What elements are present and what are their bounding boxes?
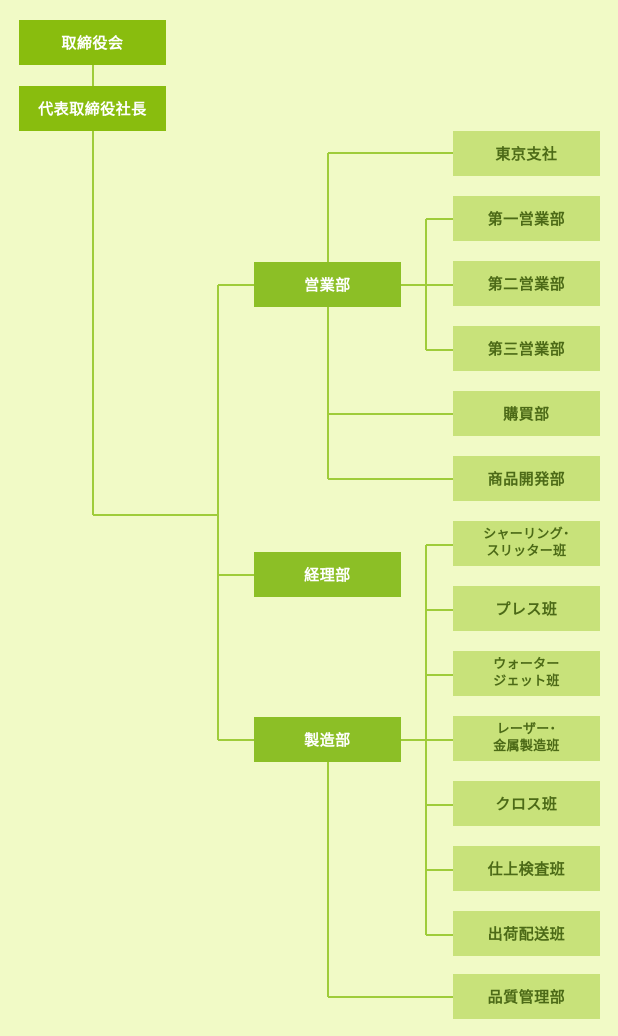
unit-label: 第三営業部 [487,339,566,358]
unit-label: レーザー･ 金属製造班 [493,722,560,754]
board-label: 取締役会 [61,33,124,52]
unit-label: 出荷配送班 [487,924,566,943]
unit-sales-2: 第二営業部 [453,261,600,306]
unit-press: プレス班 [453,586,600,631]
unit-label: 仕上検査班 [487,859,566,878]
unit-shipping: 出荷配送班 [453,911,600,956]
unit-label: 商品開発部 [487,469,566,488]
unit-product-dev: 商品開発部 [453,456,600,501]
unit-label: シャーリング･ スリッター班 [483,527,570,559]
unit-label: クロス班 [495,794,558,813]
unit-laser-metal: レーザー･ 金属製造班 [453,716,600,761]
unit-finish-inspection: 仕上検査班 [453,846,600,891]
manufacturing-dept-label: 製造部 [304,730,351,749]
board-box: 取締役会 [19,20,166,65]
unit-cloth: クロス班 [453,781,600,826]
unit-label: 第二営業部 [487,274,566,293]
president-label: 代表取締役社長 [38,99,147,118]
unit-label: 東京支社 [495,144,558,163]
unit-sales-1: 第一営業部 [453,196,600,241]
unit-quality-control: 品質管理部 [453,974,600,1019]
unit-sales-3: 第三営業部 [453,326,600,371]
unit-purchasing: 購買部 [453,391,600,436]
sales-dept-label: 営業部 [304,275,351,294]
sales-dept-box: 営業部 [254,262,401,307]
unit-label: ウォーター ジェット班 [493,657,560,689]
manufacturing-dept-box: 製造部 [254,717,401,762]
unit-tokyo-branch: 東京支社 [453,131,600,176]
unit-label: 第一営業部 [487,209,566,228]
accounting-dept-box: 経理部 [254,552,401,597]
unit-label: プレス班 [495,599,558,618]
unit-shearing-slitter: シャーリング･ スリッター班 [453,521,600,566]
unit-label: 購買部 [503,404,550,423]
president-box: 代表取締役社長 [19,86,166,131]
unit-waterjet: ウォーター ジェット班 [453,651,600,696]
unit-label: 品質管理部 [487,987,566,1006]
accounting-dept-label: 経理部 [304,565,351,584]
